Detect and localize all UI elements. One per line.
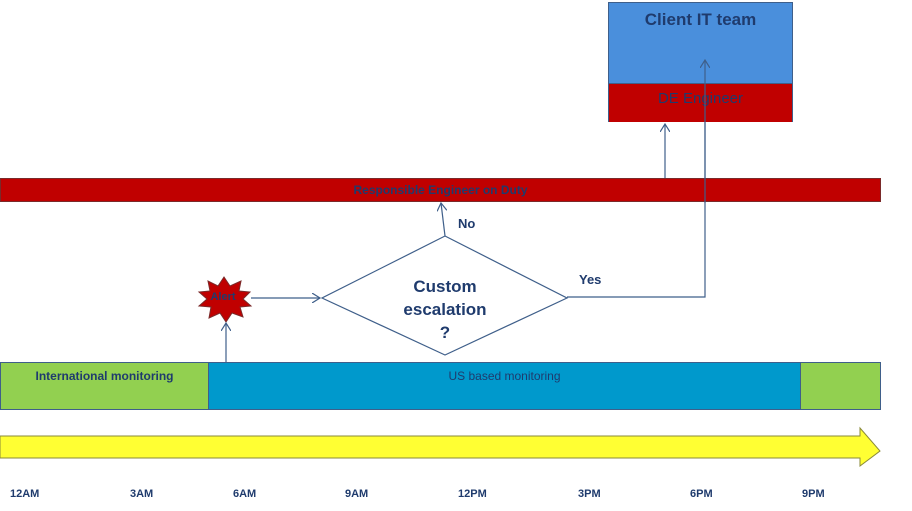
time-label-9pm: 9PM — [802, 488, 825, 500]
time-label-6am: 6AM — [233, 488, 257, 500]
decision-line-3: ? — [439, 323, 451, 342]
responsible-engineer-bar: Responsible Engineer on Duty — [0, 178, 881, 202]
de-engineer-label: DE Engineer — [657, 90, 744, 107]
time-label-3am: 3AM — [130, 488, 154, 500]
time-label-9am: 9AM — [345, 488, 369, 500]
international-monitoring-label: International monitoring — [35, 369, 174, 383]
decision-line-2: escalation — [403, 300, 487, 319]
de-engineer-section: DE Engineer — [609, 83, 792, 122]
client-it-team-label: Client IT team — [644, 10, 757, 29]
decision-diamond — [320, 235, 569, 356]
us-monitoring-label: US based monitoring — [448, 369, 561, 383]
decision-line-1: Custom — [413, 277, 477, 296]
no-label: No — [458, 216, 476, 231]
client-it-team-box: Client IT team DE Engineer — [608, 2, 793, 122]
time-label-12am: 12AM — [10, 488, 40, 500]
arrow-no-to-bar — [441, 203, 445, 237]
time-label-3pm: 3PM — [578, 488, 601, 500]
yes-label: Yes — [579, 272, 602, 287]
time-label-6pm: 6PM — [690, 488, 713, 500]
time-label-12pm: 12PM — [458, 488, 487, 500]
client-it-team-section: Client IT team — [609, 3, 792, 83]
international-monitoring-band-evening — [800, 362, 881, 410]
responsible-engineer-label: Responsible Engineer on Duty — [353, 183, 528, 197]
decision-label: Custom escalation ? — [380, 275, 510, 344]
us-monitoring-band: US based monitoring — [208, 362, 801, 410]
timeline-arrow — [0, 426, 881, 467]
international-monitoring-band: International monitoring — [0, 362, 209, 410]
alert-label: Alert — [210, 291, 236, 303]
